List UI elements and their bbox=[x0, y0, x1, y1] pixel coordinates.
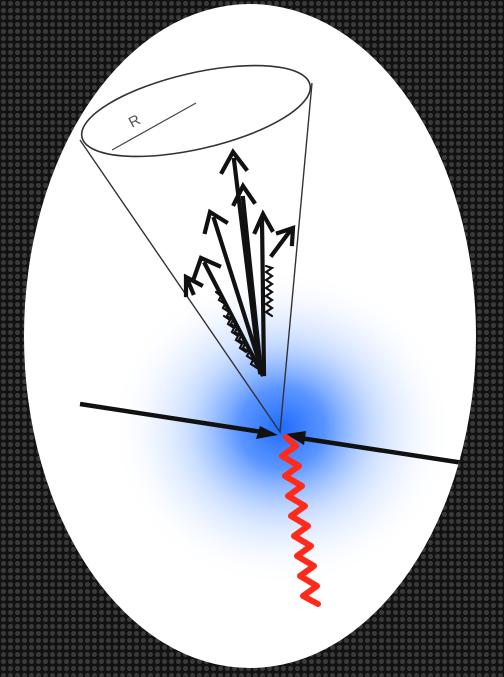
interaction-glow bbox=[110, 268, 454, 588]
